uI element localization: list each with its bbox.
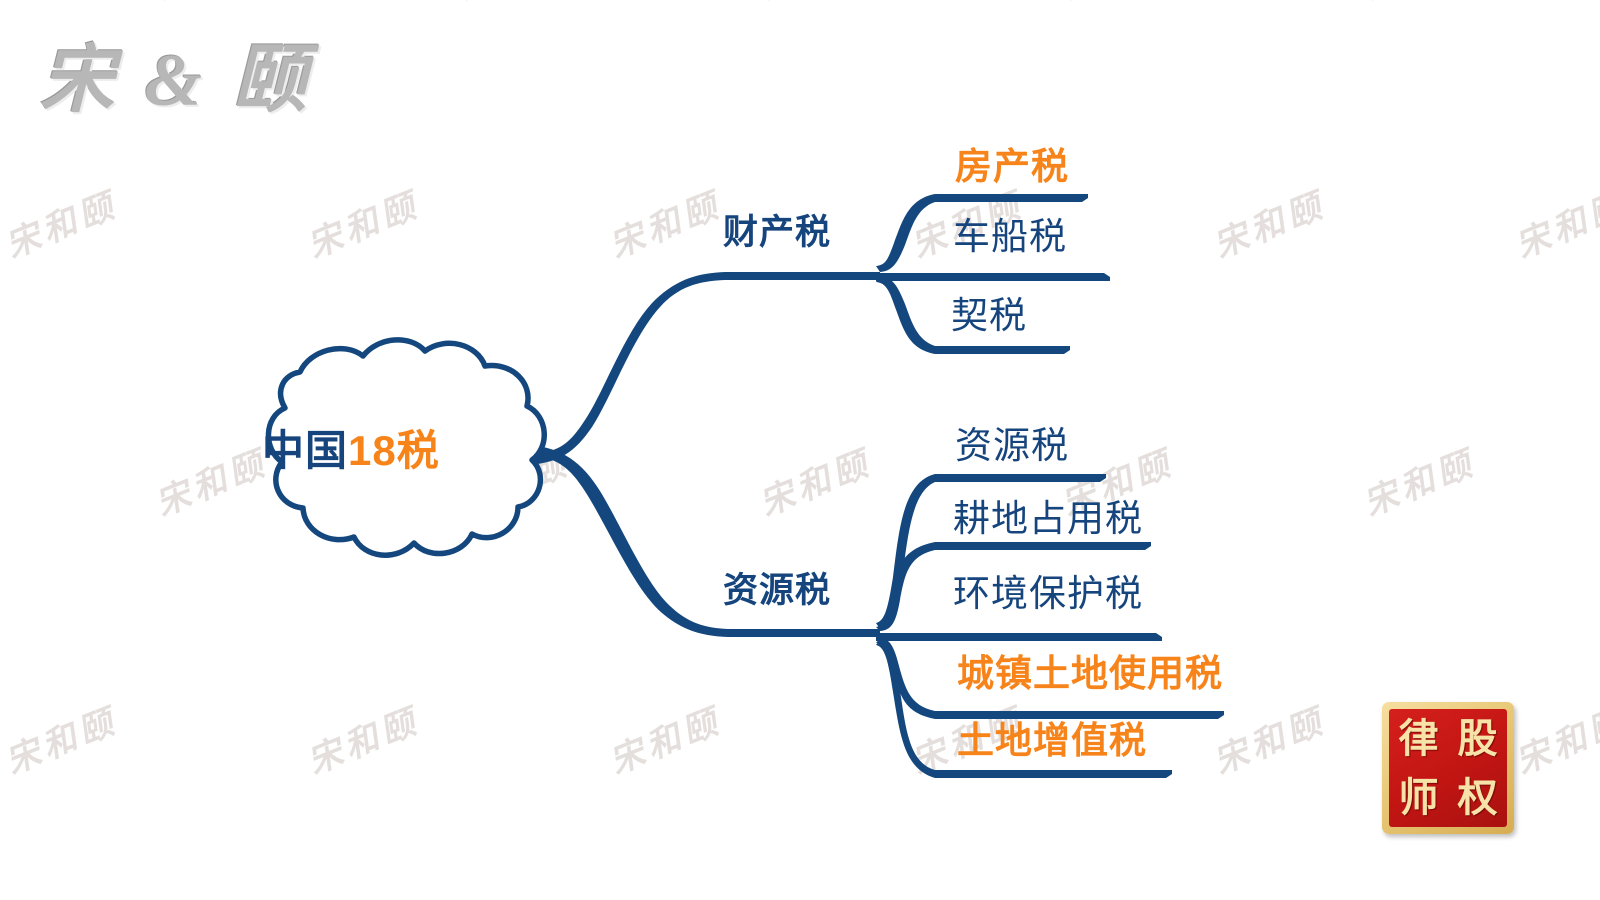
fan-resource-tax [876, 474, 1224, 778]
root-label-prefix: 中国 [262, 427, 349, 474]
branch-label-resource-tax[interactable]: 资源税 [723, 571, 832, 610]
leaf-label-huanjingbaohushui[interactable]: 环境保护税 [953, 573, 1143, 614]
root-node-label: 中国18税 [262, 430, 440, 472]
seal-char-lawyer-2: 师 [1398, 774, 1439, 820]
leaf-line-qishui [876, 276, 1070, 354]
seal-char-equity-2: 权 [1457, 774, 1498, 820]
leaf-line-chechuanshui [876, 273, 1110, 281]
seal-char-lawyer-1: 律 [1398, 715, 1439, 761]
seal-badge: 律 股 师 权 [1382, 702, 1514, 834]
leaf-label-ziyuanshui[interactable]: 资源税 [955, 425, 1069, 466]
fan-property-tax [876, 194, 1110, 354]
trunk-path-property-tax [530, 272, 880, 465]
trunk-path-resource-tax [530, 445, 880, 637]
leaf-label-tudizengzhishui[interactable]: 土地增值税 [957, 720, 1147, 761]
leaf-label-chechuanshui[interactable]: 车船税 [953, 216, 1067, 257]
leaf-line-huanjingbaohushui [876, 633, 1162, 641]
leaf-label-chengzhentudishiyongshui[interactable]: 城镇土地使用税 [957, 653, 1223, 694]
leaf-label-gengdizhanyongshui[interactable]: 耕地占用税 [953, 498, 1143, 539]
root-cloud-node [265, 337, 547, 558]
trunk-branches [530, 272, 880, 637]
seal-char-equity-1: 股 [1457, 715, 1498, 761]
seal-inner: 律 股 师 权 [1389, 709, 1507, 827]
branch-label-property-tax[interactable]: 财产税 [723, 213, 832, 252]
leaf-label-fangchanshui[interactable]: 房产税 [955, 146, 1069, 187]
brand-logo: 宋 & 颐 [40, 40, 313, 122]
leaf-label-qishui[interactable]: 契税 [951, 295, 1027, 336]
leaf-line-fangchanshui [876, 194, 1088, 272]
root-label-suffix: 18税 [348, 427, 440, 474]
cloud-shape [265, 337, 547, 558]
